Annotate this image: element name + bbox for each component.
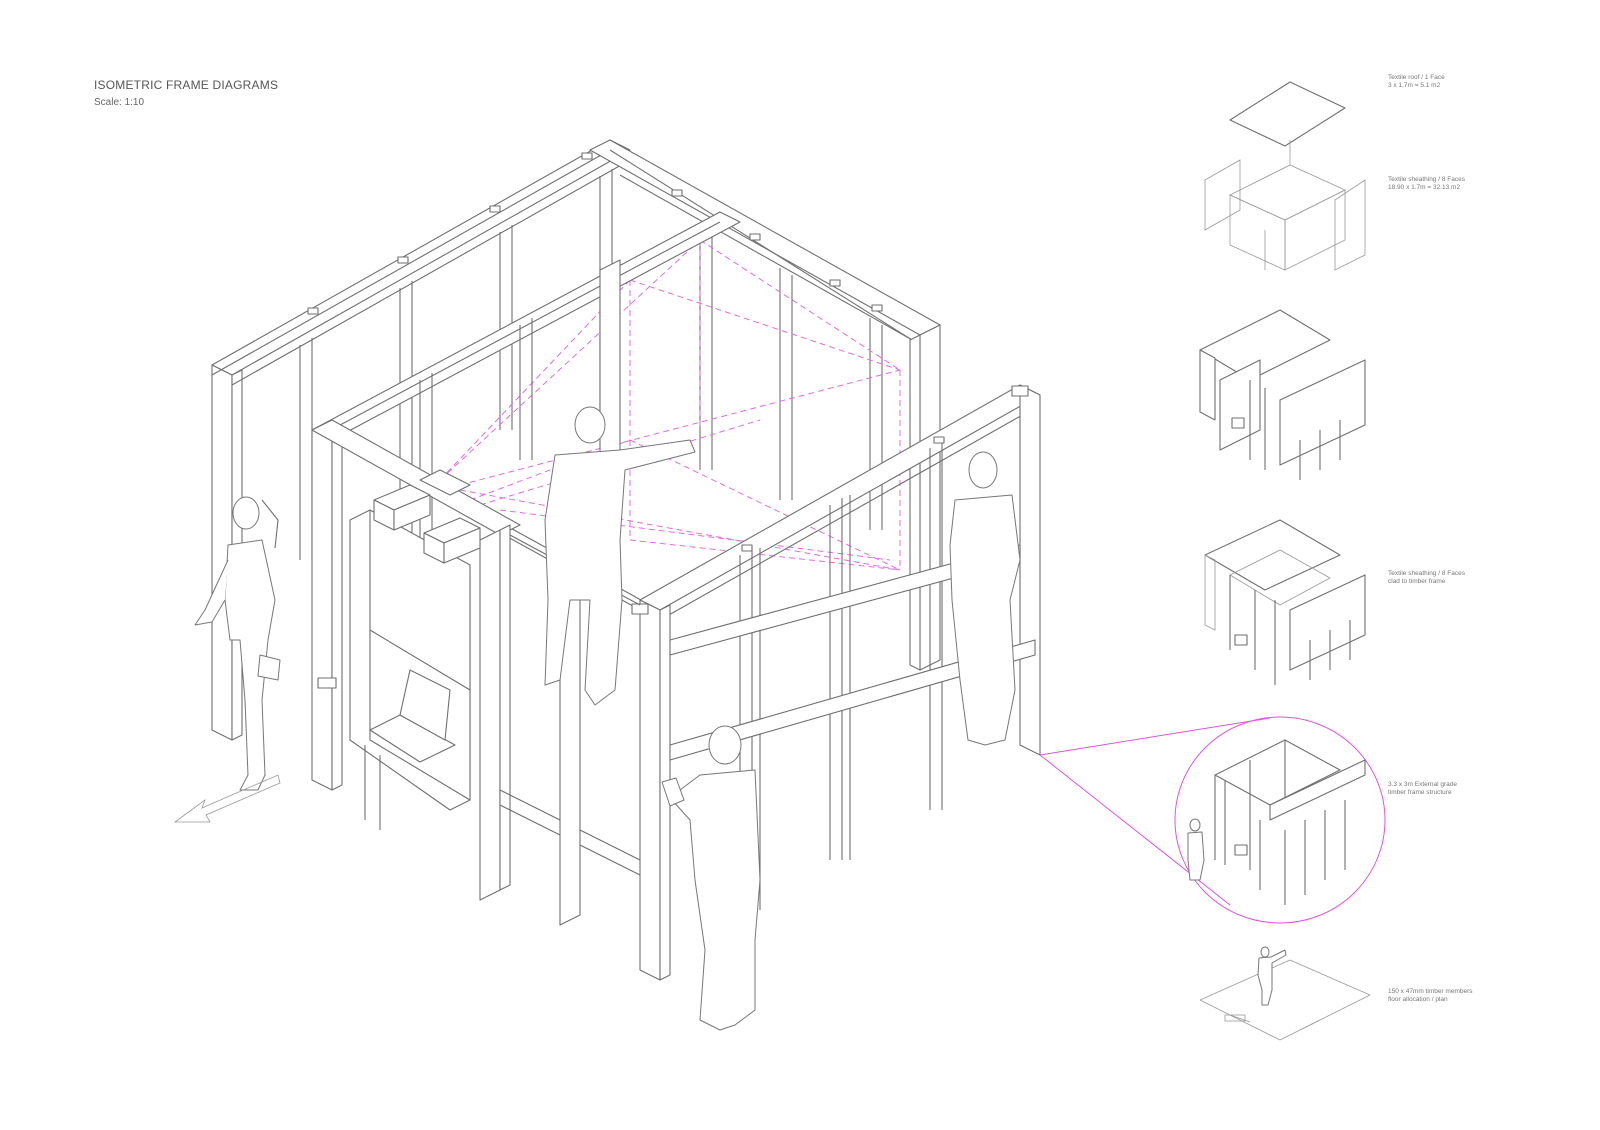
mini-roof bbox=[1229, 81, 1346, 147]
person-center bbox=[544, 406, 696, 706]
annotation-members: 150 x 47mm timber members floor allocati… bbox=[1388, 988, 1473, 1003]
laptop-icon bbox=[369, 669, 456, 763]
mini-frame-structure bbox=[1187, 739, 1366, 905]
front-right-wall bbox=[631, 384, 1041, 981]
annotation-frame: 3.3 x 3m External grade timber frame str… bbox=[1388, 781, 1458, 796]
mini-sheathing-exploded bbox=[1204, 140, 1366, 271]
page-title: ISOMETRIC FRAME DIAGRAMS bbox=[94, 78, 279, 92]
annotation-sheathing-exploded: Textile sheathing / 8 Faces 18.90 x 1.7m… bbox=[1388, 176, 1465, 191]
detail-circle bbox=[1174, 716, 1386, 924]
mini-frame-clad bbox=[1204, 519, 1366, 685]
person-woman bbox=[194, 496, 281, 791]
equipment-boxes bbox=[373, 469, 481, 564]
callout-lines bbox=[1039, 716, 1386, 924]
direction-arrow-icon bbox=[173, 774, 281, 823]
scale-label: Scale: 1:10 bbox=[94, 97, 145, 108]
person-right bbox=[949, 451, 1021, 746]
annotation-roof: Textile roof / 1 Face 3 x 1.7m = 5.1 m2 bbox=[1388, 74, 1445, 89]
annotation-sheathing-clad: Textile sheathing / 8 Faces clad to timb… bbox=[1388, 570, 1465, 585]
person-front bbox=[661, 725, 761, 1031]
mini-frame-with-textile bbox=[1199, 309, 1366, 480]
mini-floor-plan bbox=[1199, 946, 1371, 1041]
